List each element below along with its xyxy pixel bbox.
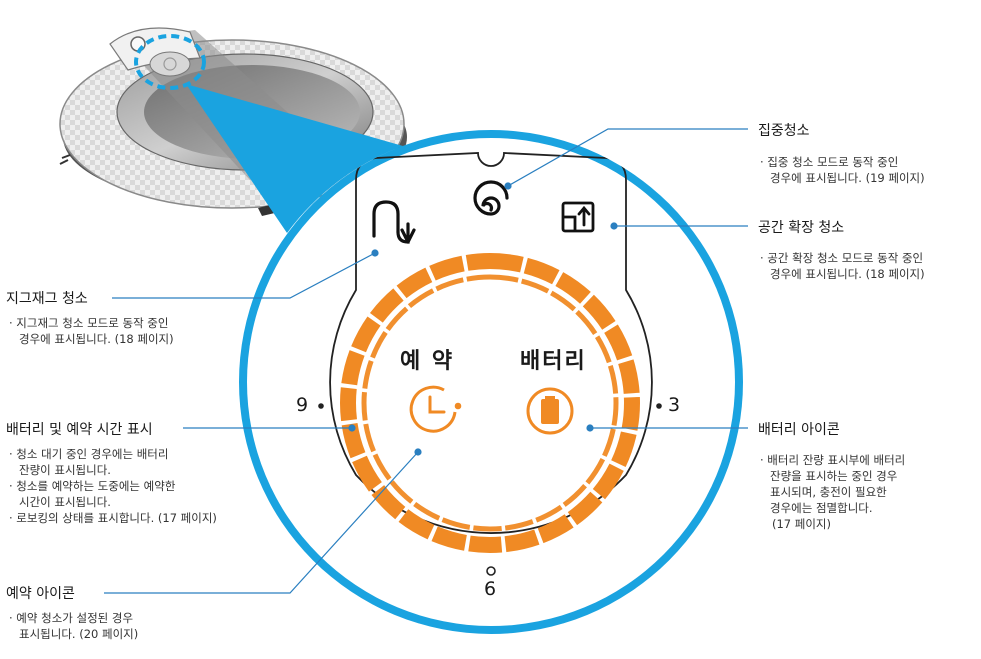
zoom-marker bbox=[134, 34, 206, 90]
battery-time-desc-2: 잔량이 표시됩니다. bbox=[19, 463, 111, 477]
battery-time-title: 배터리 및 예약 시간 표시 bbox=[6, 422, 153, 438]
battery-time-ring bbox=[340, 253, 640, 553]
focus-title: 집중청소 bbox=[758, 123, 810, 139]
focus-clean-icon bbox=[473, 180, 509, 216]
battery-icon-title: 배터리 아이콘 bbox=[758, 422, 840, 438]
battery-icon-desc-3: 표시되며, 충전이 필요한 bbox=[770, 485, 887, 499]
battery-icon-desc-5: (17 페이지) bbox=[772, 517, 832, 531]
space-desc-2: 경우에 표시됩니다. (18 페이지) bbox=[770, 267, 925, 281]
leader-reserve-icon bbox=[104, 451, 419, 594]
number-6: 6 bbox=[484, 578, 497, 600]
focus-desc-1: · 집중 청소 모드로 동작 중인 bbox=[760, 155, 899, 169]
battery-time-desc-3: · 청소를 예약하는 도중에는 예약한 bbox=[9, 479, 176, 493]
number-9: 9 bbox=[296, 394, 309, 416]
battery-icon-desc-4: 경우에는 점멸합니다. bbox=[770, 501, 873, 515]
tick-dot-3 bbox=[656, 403, 662, 409]
reserve-icon-desc-2: 표시됩니다. (20 페이지) bbox=[19, 627, 139, 641]
battery-time-desc-4: 시간이 표시됩니다. bbox=[19, 495, 111, 509]
leader-focus bbox=[507, 128, 748, 187]
battery-icon-desc-1: · 배터리 잔량 표시부에 배터리 bbox=[760, 453, 906, 467]
reserve-clock-icon bbox=[409, 385, 462, 433]
display-panel-outline bbox=[329, 152, 653, 534]
tick-dot-9 bbox=[318, 403, 324, 409]
robot-display-spot bbox=[149, 51, 191, 77]
battery-icon bbox=[526, 387, 574, 435]
zigzag-desc-2: 경우에 표시됩니다. (18 페이지) bbox=[19, 332, 174, 346]
number-3: 3 bbox=[668, 394, 681, 416]
zigzag-desc-1: · 지그재그 청소 모드로 동작 중인 bbox=[9, 316, 169, 330]
space-desc-1: · 공간 확장 청소 모드로 동작 중인 bbox=[760, 251, 924, 265]
battery-time-desc-5: · 로보킹의 상태를 표시합니다. (17 페이지) bbox=[9, 511, 217, 525]
robot-brush bbox=[59, 154, 71, 165]
leader-endpoints bbox=[348, 182, 618, 456]
battery-text: 배터리 bbox=[520, 349, 587, 374]
zoom-circle-inner bbox=[247, 138, 735, 626]
leader-lines bbox=[104, 128, 748, 594]
zigzag-title: 지그재그 청소 bbox=[6, 291, 88, 307]
display-bottom-notch bbox=[486, 566, 496, 576]
focus-desc-2: 경우에 표시됩니다. (19 페이지) bbox=[770, 171, 925, 185]
battery-time-desc-1: · 청소 대기 중인 경우에는 배터리 bbox=[9, 447, 169, 461]
space-extension-icon bbox=[561, 201, 595, 233]
reserve-text: 예 약 bbox=[400, 349, 455, 374]
zigzag-icon bbox=[372, 200, 416, 244]
space-title: 공간 확장 청소 bbox=[758, 220, 845, 236]
leader-zigzag bbox=[112, 252, 376, 299]
zoom-wedge bbox=[186, 84, 403, 233]
battery-icon-desc-2: 잔량을 표시하는 중인 경우 bbox=[770, 469, 898, 483]
reserve-icon-title: 예약 아이콘 bbox=[6, 586, 75, 602]
reserve-icon-desc-1: · 예약 청소가 설정된 경우 bbox=[9, 611, 134, 625]
